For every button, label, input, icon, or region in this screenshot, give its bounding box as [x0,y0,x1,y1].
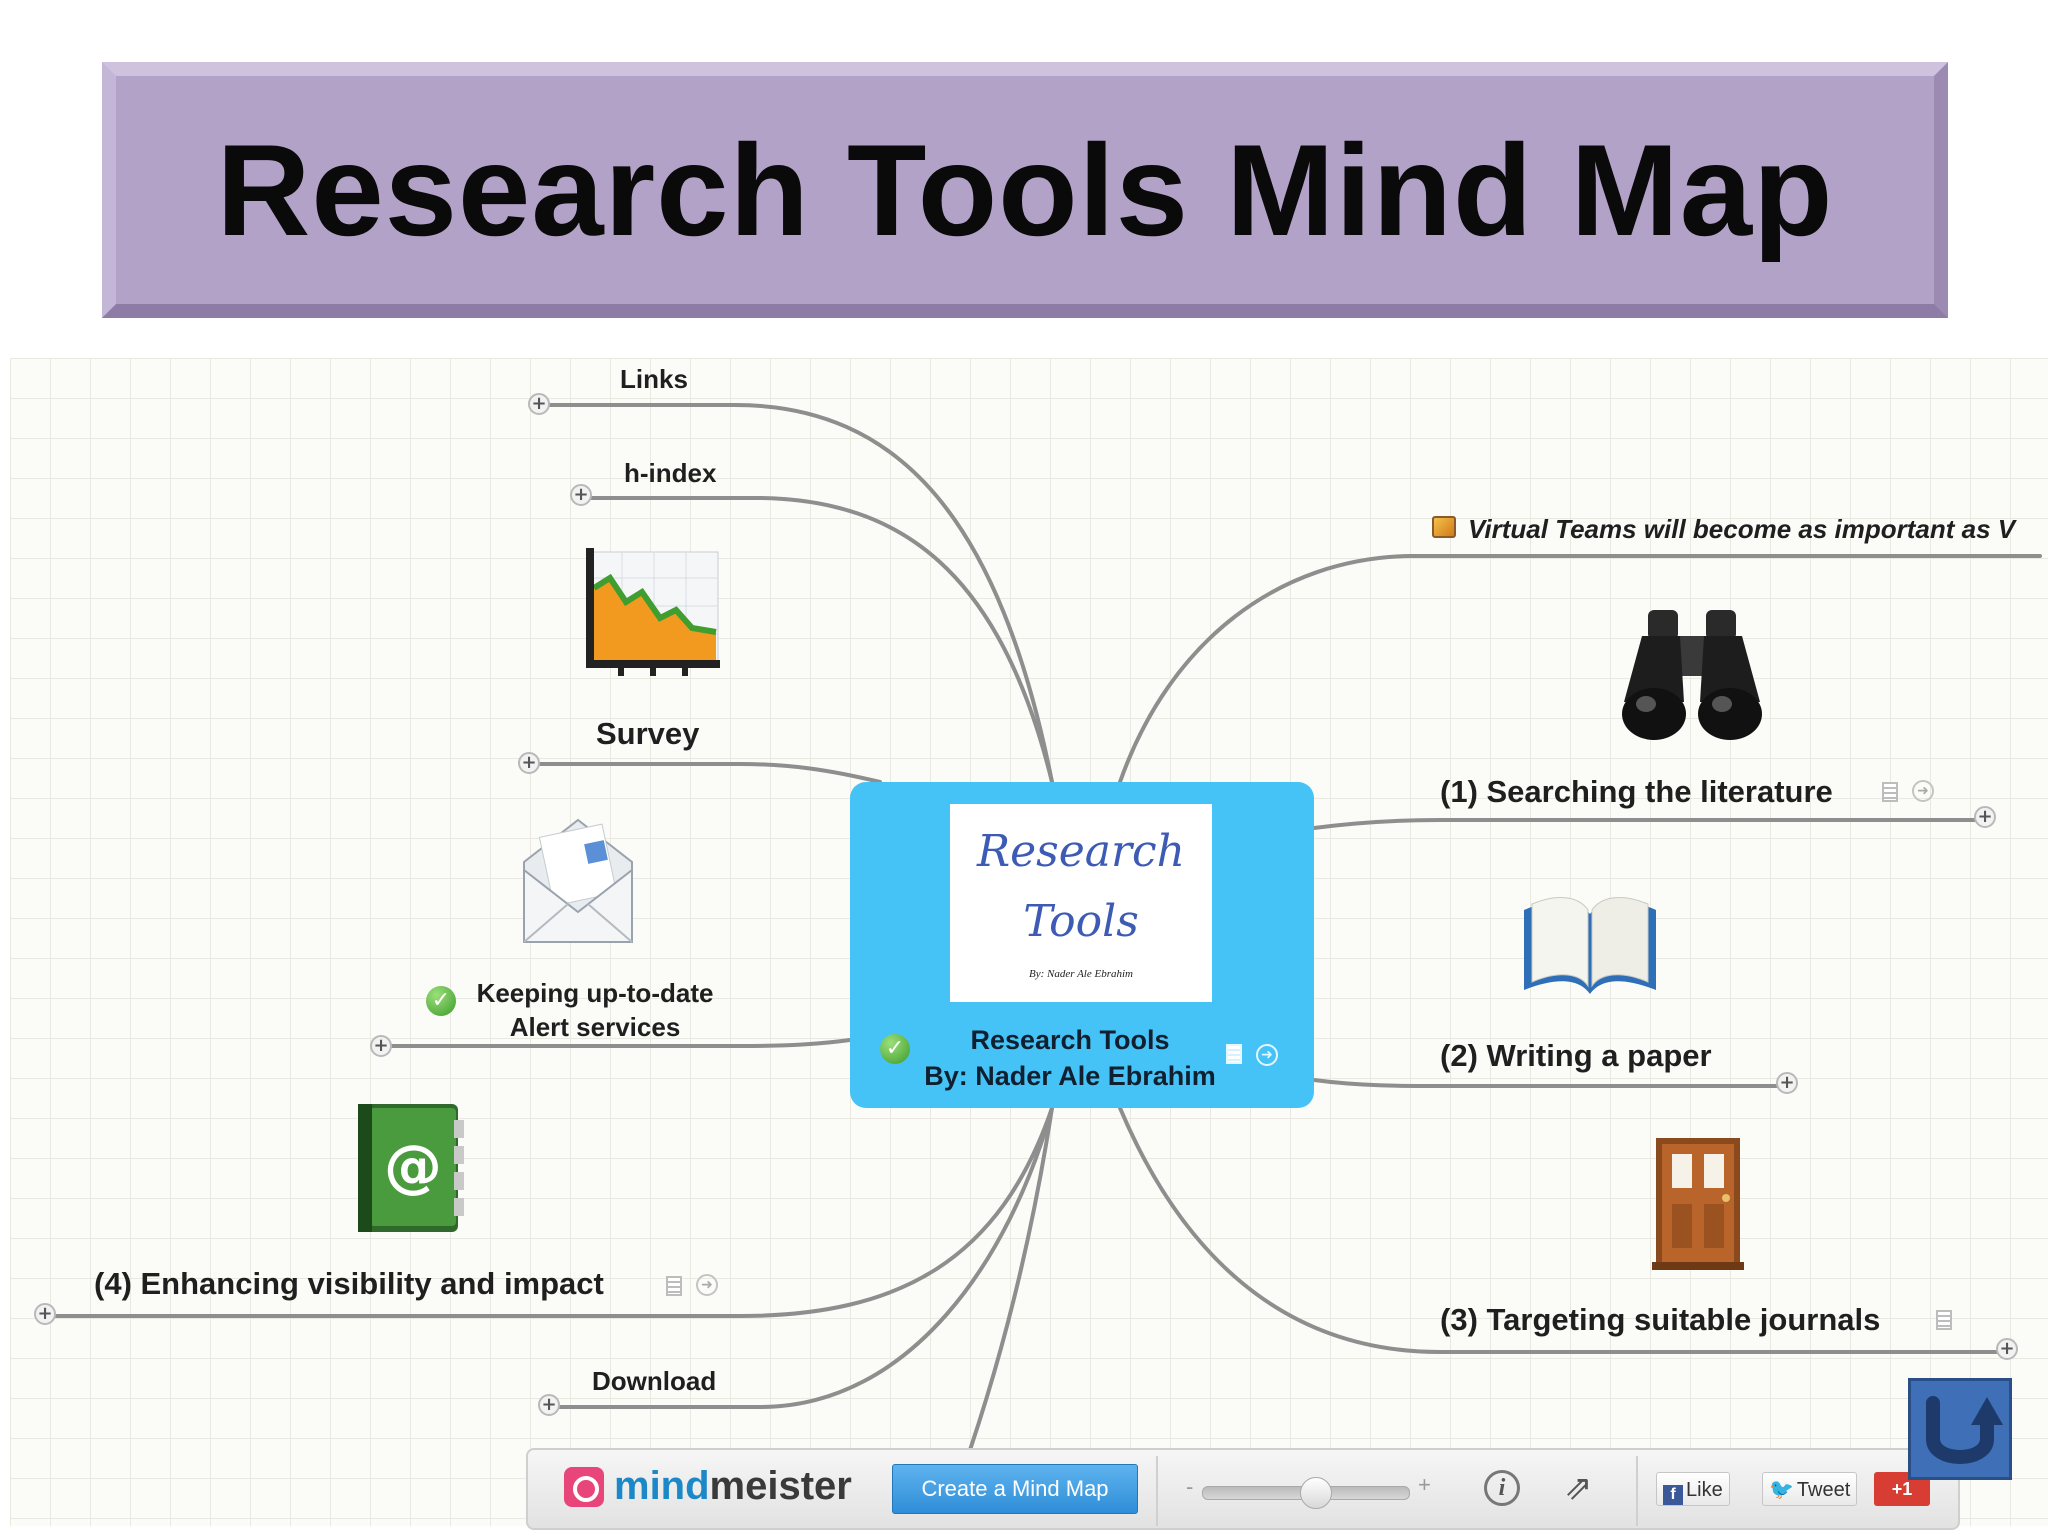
node-h-index[interactable]: h-index [624,458,717,488]
central-image-byline: By: Nader Ale Ebrahim [1029,968,1133,980]
edge-survey [528,762,882,784]
gplus-label: +1 [1891,1479,1913,1499]
mind-map-canvas[interactable] [10,358,2048,1526]
node-keeping-line2: Alert services [509,1012,681,1042]
mindmeister-logo-icon [564,1466,604,1507]
edge-links [538,403,1054,784]
expand-plus-icon[interactable]: + [518,752,540,774]
node-writing-paper[interactable]: (2) Writing a paper [1440,1038,1712,1073]
check-icon: ✓ [426,986,456,1016]
edge-virtual [1118,554,2042,784]
like-label: Like [1686,1479,1723,1501]
zoom-in-button[interactable]: + [1418,1472,1431,1497]
image-icon [1432,516,1456,538]
binoculars-icon [1622,610,1762,740]
svg-text:@: @ [384,1132,442,1200]
share-icon[interactable]: ⇗ [1564,1468,1593,1508]
twitter-icon: 🐦 [1769,1479,1794,1501]
edge-keeping [382,1038,852,1048]
node-enhancing-visibility[interactable]: (4) Enhancing visibility and impact [94,1266,604,1301]
link-arrow-icon[interactable]: ➜ [1912,780,1934,802]
zoom-out-button[interactable]: - [1186,1474,1194,1499]
node-keeping-up-to-date[interactable]: Keeping up-to-date Alert services [460,976,730,1044]
node-targeting-journals[interactable]: (3) Targeting suitable journals [1440,1302,1881,1337]
node-links[interactable]: Links [620,364,688,394]
zoom-slider[interactable] [1202,1477,1410,1509]
check-icon: ✓ [880,1034,910,1064]
page-title: Research Tools Mind Map [216,117,1834,263]
central-node-label: Research Tools By: Nader Ale Ebrahim [850,1022,1290,1094]
node-virtual-teams[interactable]: Virtual Teams will become as important a… [1468,514,2016,544]
central-node[interactable]: Research Tools By: Nader Ale Ebrahim ✓ R… [850,782,1314,1108]
toolbar-divider [1156,1456,1158,1526]
scroll-to-top-icon [1926,1396,2003,1464]
brand-part1: mind [614,1464,710,1508]
node-keeping-line1: Keeping up-to-date [476,978,714,1008]
envelope-icon [523,818,633,943]
mindmeister-logo[interactable]: mind meister [564,1464,852,1509]
node-searching-literature[interactable]: (1) Searching the literature [1440,774,1833,809]
note-icon[interactable] [1936,1310,1952,1330]
edge-enhancing [44,1106,1054,1318]
toolbar-divider [1636,1456,1638,1526]
zoom-slider-handle[interactable] [1300,1477,1332,1509]
note-icon[interactable] [1882,782,1898,802]
title-banner: Research Tools Mind Map [102,62,1948,318]
line-chart-icon [586,548,720,676]
expand-plus-icon[interactable]: + [370,1035,392,1057]
edge-download [548,1106,1054,1409]
link-arrow-icon[interactable]: ➜ [1256,1044,1278,1066]
expand-plus-icon[interactable]: + [34,1303,56,1325]
address-book-icon: @ [358,1104,464,1232]
node-survey[interactable]: Survey [596,716,700,751]
tweet-label: Tweet [1796,1479,1851,1501]
bottom-toolbar: mind meister Create a Mind Map - + i ⇗ f… [526,1448,1960,1530]
edge-writing [1312,1078,1788,1088]
note-icon[interactable] [666,1276,682,1296]
brand-part2: meister [709,1464,852,1508]
open-book-icon [1524,897,1656,994]
create-mind-map-button[interactable]: Create a Mind Map [892,1464,1138,1514]
expand-plus-icon[interactable]: + [1996,1338,2018,1360]
scroll-to-top-button[interactable] [1908,1378,2012,1480]
central-image-title-line1: Research [976,826,1186,877]
edge-bottom [968,1106,1054,1452]
tweet-button[interactable]: 🐦Tweet [1762,1472,1858,1506]
central-label-line2: By: Nader Ale Ebrahim [924,1061,1216,1091]
note-icon[interactable] [1226,1044,1242,1064]
facebook-icon: f [1663,1485,1683,1505]
expand-plus-icon[interactable]: + [538,1394,560,1416]
central-node-image: Research Tools By: Nader Ale Ebrahim [950,804,1212,1002]
expand-plus-icon[interactable]: + [1974,806,1996,828]
edge-targeting [1118,1106,2008,1354]
edge-hindex [578,496,1054,784]
expand-plus-icon[interactable]: + [1776,1072,1798,1094]
central-label-line1: Research Tools [970,1025,1170,1055]
edge-searching [1312,818,1988,830]
central-image-title-line2: Tools [1023,896,1139,947]
expand-plus-icon[interactable]: + [528,393,550,415]
link-arrow-icon[interactable]: ➜ [696,1274,718,1296]
info-icon[interactable]: i [1484,1470,1520,1506]
node-download[interactable]: Download [592,1366,717,1396]
door-icon [1652,1138,1744,1270]
expand-plus-icon[interactable]: + [570,484,592,506]
